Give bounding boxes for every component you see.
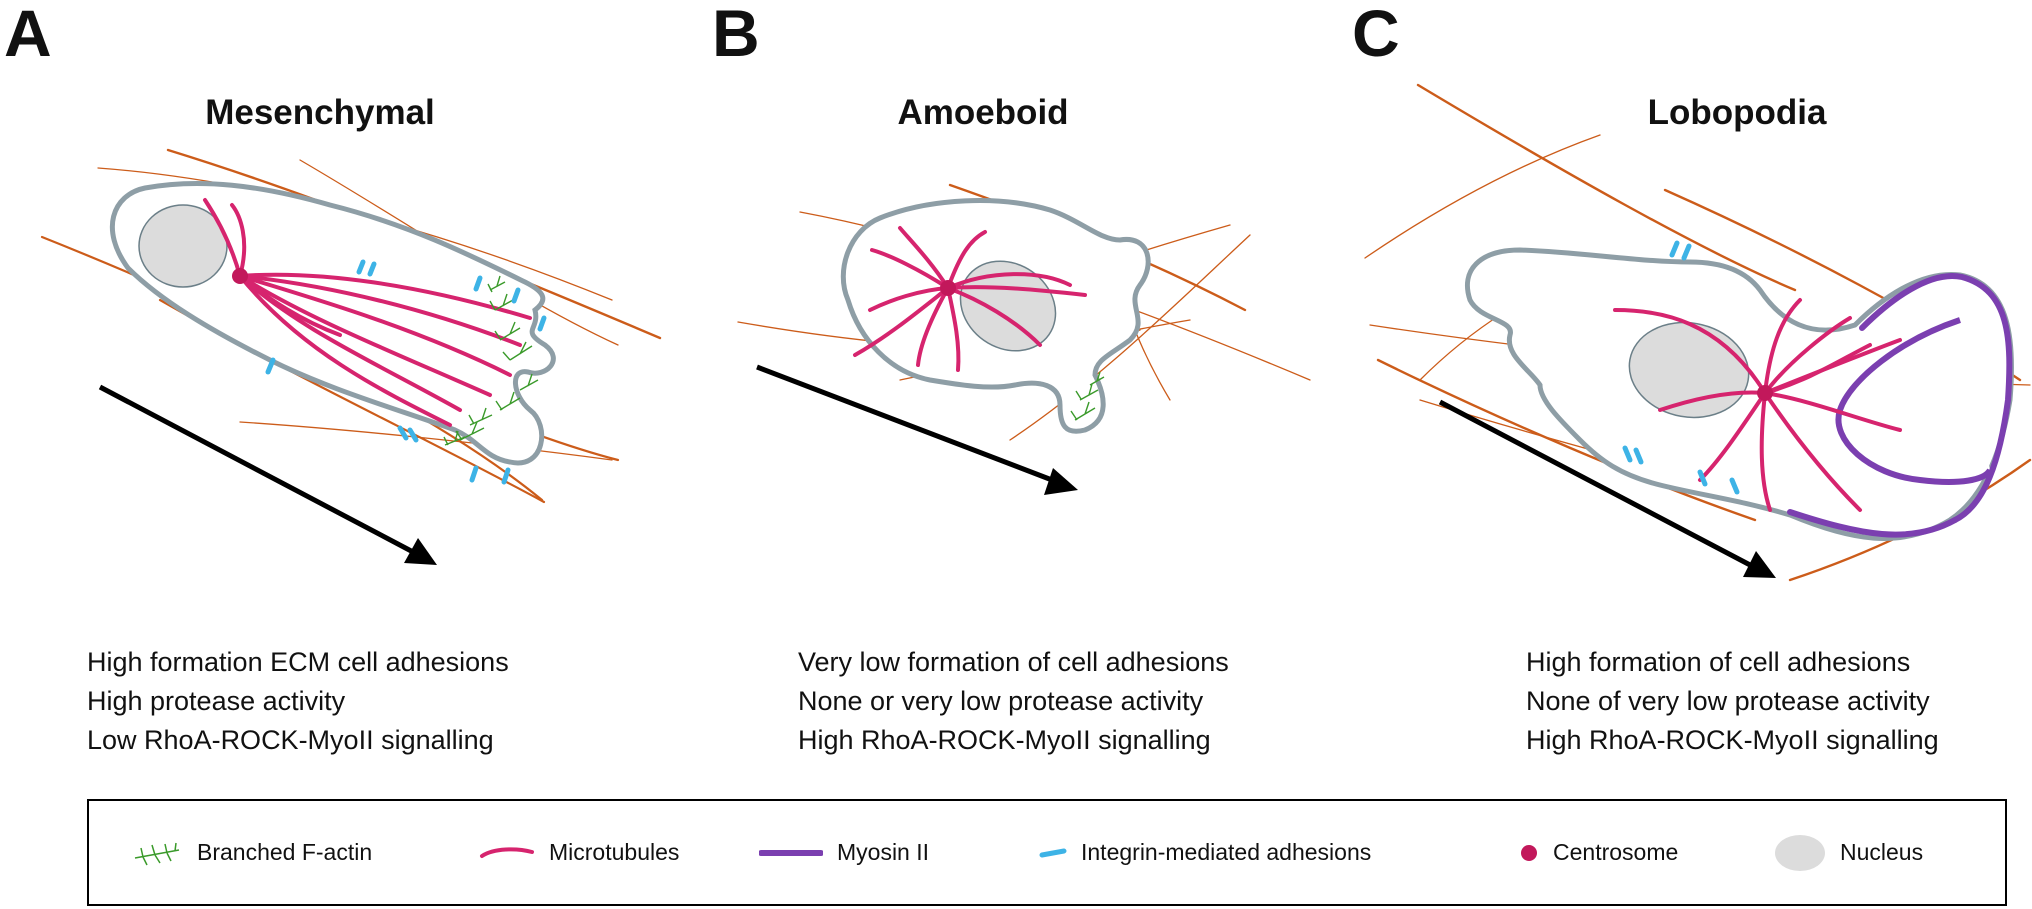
legend-label: Integrin-mediated adhesions bbox=[1081, 839, 1372, 865]
amoeboid-properties: Very low formation of cell adhesions Non… bbox=[798, 643, 1229, 760]
panel-c-title: Lobopodia bbox=[1647, 93, 1827, 132]
mesenchymal-microtubules bbox=[203, 198, 532, 427]
legend-item-nucleus: Nucleus bbox=[1774, 801, 1923, 904]
panel-b-title: Amoeboid bbox=[897, 93, 1069, 132]
property-line: High formation ECM cell adhesions bbox=[87, 647, 509, 677]
legend-item-myosin-ii: Myosin II bbox=[759, 801, 929, 904]
legend-label: Nucleus bbox=[1840, 839, 1924, 865]
legend-item-branched-f-actin: Branched F-actin bbox=[133, 801, 372, 904]
property-line: Low RhoA-ROCK-MyoII signalling bbox=[87, 725, 494, 755]
legend-item-microtubules: Microtubules bbox=[479, 801, 679, 904]
branched-f-actin-icon bbox=[134, 842, 180, 865]
amoeboid-direction-arrow bbox=[756, 364, 1078, 495]
legend-label: Branched F-actin bbox=[197, 839, 373, 865]
amoeboid-microtubules bbox=[853, 226, 1087, 372]
property-line: None or very low protease activity bbox=[798, 686, 1204, 716]
legend-label: Microtubules bbox=[549, 839, 680, 865]
lobopodia-cell-diagram bbox=[1364, 83, 2032, 582]
mesenchymal-branched-actin bbox=[443, 275, 539, 446]
legend-item-integrin-adhesions: Integrin-mediated adhesions bbox=[1039, 801, 1371, 904]
lobopodia-integrin-adhesions bbox=[1622, 240, 1740, 495]
lobopodia-direction-arrow bbox=[1438, 399, 1776, 578]
mesenchymal-cell-diagram bbox=[40, 148, 662, 565]
mesenchymal-direction-arrow bbox=[98, 384, 437, 565]
mesenchymal-centrosome bbox=[232, 268, 248, 284]
property-line: High RhoA-ROCK-MyoII signalling bbox=[798, 725, 1211, 755]
lobopodia-myosin-ii bbox=[1787, 273, 2013, 538]
panel-b-letter: B bbox=[712, 0, 760, 70]
mesenchymal-properties: High formation ECM cell adhesions High p… bbox=[87, 643, 509, 760]
legend-label: Myosin II bbox=[837, 839, 930, 865]
panel-a-title: Mesenchymal bbox=[205, 93, 435, 132]
microtubules-icon bbox=[480, 846, 534, 858]
property-line: Very low formation of cell adhesions bbox=[798, 647, 1229, 677]
panel-a-letter: A bbox=[4, 0, 52, 70]
property-line: High protease activity bbox=[87, 686, 346, 716]
property-line: None of very low protease activity bbox=[1526, 686, 1930, 716]
legend-item-centrosome: Centrosome bbox=[1519, 801, 1678, 904]
lobopodia-properties: High formation of cell adhesions None of… bbox=[1526, 643, 1939, 760]
property-line: High RhoA-ROCK-MyoII signalling bbox=[1526, 725, 1939, 755]
legend: Branched F-actin Microtubules Myosin II … bbox=[87, 799, 2007, 906]
myosin-ii-icon bbox=[759, 849, 823, 856]
mesenchymal-integrin-adhesions bbox=[265, 259, 547, 485]
centrosome-icon bbox=[1521, 844, 1537, 861]
amoeboid-nucleus bbox=[959, 260, 1057, 352]
amoeboid-branched-actin bbox=[1070, 371, 1105, 421]
lobopodia-microtubules bbox=[1613, 298, 1902, 512]
legend-label: Centrosome bbox=[1553, 839, 1679, 865]
amoeboid-cell-diagram bbox=[737, 183, 1311, 495]
nucleus-icon bbox=[1775, 834, 1825, 871]
lobopodia-centrosome bbox=[1757, 385, 1773, 401]
mesenchymal-nucleus bbox=[138, 204, 228, 288]
amoeboid-centrosome bbox=[940, 280, 956, 296]
panel-c-letter: C bbox=[1352, 0, 1400, 70]
integrin-adhesion-icon bbox=[1039, 848, 1067, 857]
property-line: High formation of cell adhesions bbox=[1526, 647, 1911, 677]
